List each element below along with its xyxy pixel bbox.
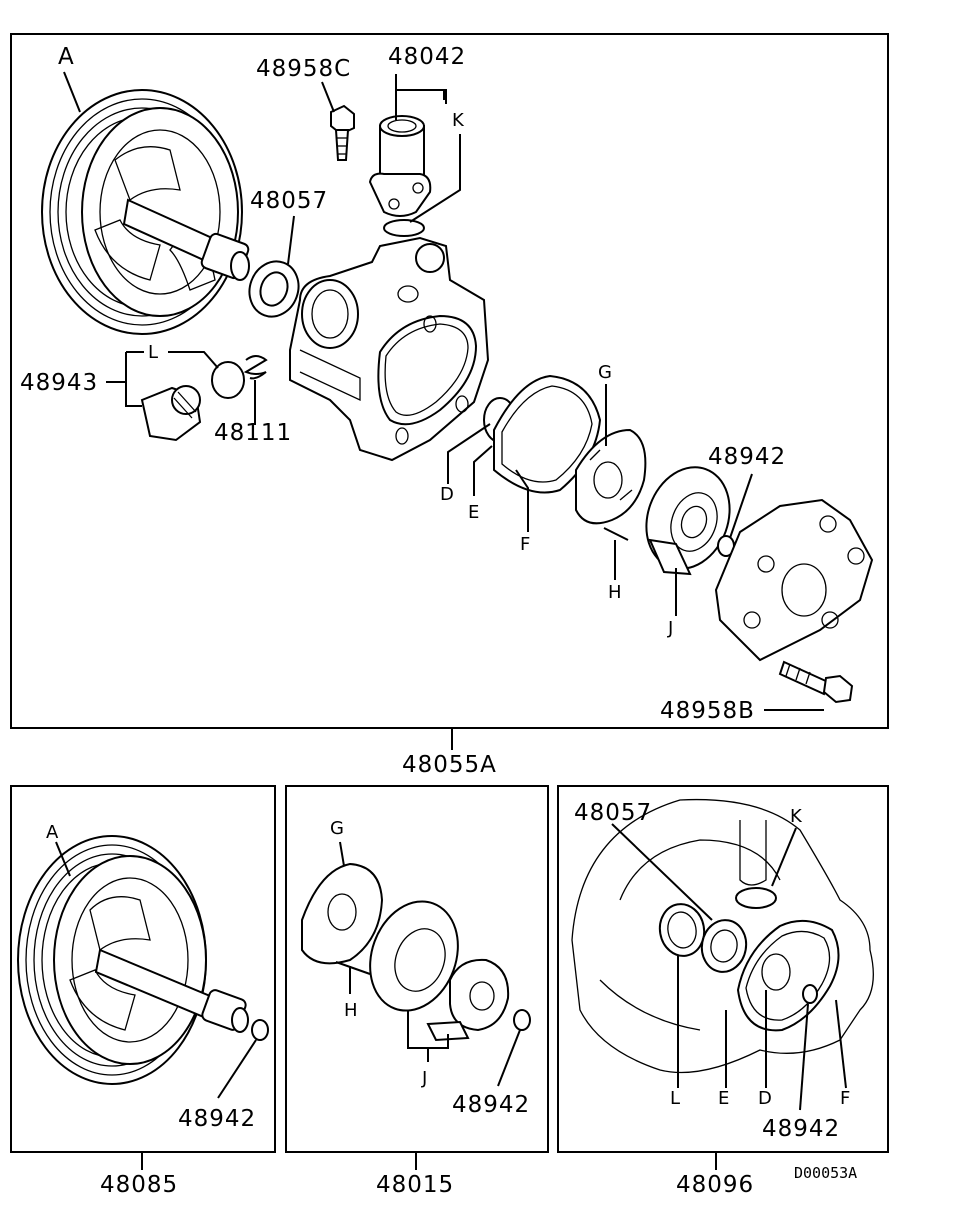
cartridge-leader-48942 xyxy=(497,1029,521,1087)
assembly-number-48055a: 48055A xyxy=(402,752,497,778)
callout-h: H xyxy=(608,582,622,603)
plug-drawing xyxy=(140,355,268,442)
main-assembly-frame xyxy=(10,33,889,729)
seal-kit-callout-k: K xyxy=(790,806,803,827)
cartridge-leader-g xyxy=(339,841,345,867)
callout-g: G xyxy=(598,362,612,383)
assembly-number-48085: 48085 xyxy=(100,1172,178,1198)
assembly-number-48015: 48015 xyxy=(376,1172,454,1198)
seal-kit-callout-e: E xyxy=(718,1088,729,1109)
pulley-drawing xyxy=(41,89,250,335)
seal-kit-frame xyxy=(557,785,889,1153)
pulley-kit-leader-48942 xyxy=(217,1039,257,1099)
cartridge-callout-j: J xyxy=(421,1068,427,1089)
callout-d: D xyxy=(440,484,454,505)
callout-a: A xyxy=(58,44,75,70)
callout-j: J xyxy=(667,618,673,639)
gasket-drawing xyxy=(483,374,602,494)
bolt-bottom-drawing xyxy=(778,660,854,704)
pulley-kit-callout-48942: 48942 xyxy=(178,1106,256,1132)
drawing-code: D00053A xyxy=(794,1164,857,1182)
seal-kit-callout-48057: 48057 xyxy=(574,800,652,826)
callout-48042: 48042 xyxy=(388,44,466,70)
cam-ring-drawing xyxy=(645,466,731,576)
seal-kit-ghost-drawing xyxy=(571,798,874,1074)
callout-k: K xyxy=(452,110,465,131)
seal-kit-leader-48942 xyxy=(799,1003,809,1111)
seal-kit-leader-k xyxy=(771,827,797,887)
oil-seal-drawing xyxy=(248,260,300,318)
pin-drawing xyxy=(603,527,629,541)
cartridge-callout-h: H xyxy=(344,1000,358,1021)
seal-kit-callout-f: F xyxy=(840,1088,850,1109)
pulley-kit-callout-a: A xyxy=(46,822,59,843)
callout-48958b: 48958B xyxy=(660,698,755,724)
callout-48943: 48943 xyxy=(20,370,98,396)
pulley-kit-drawing xyxy=(17,835,269,1085)
bolt-top-drawing xyxy=(330,104,355,161)
callout-f: F xyxy=(520,534,530,555)
seal-kit-callout-48942: 48942 xyxy=(762,1116,840,1142)
main-leader-lines xyxy=(63,71,824,750)
callout-48111: 48111 xyxy=(214,420,292,446)
callout-l: L xyxy=(148,342,158,363)
suction-pipe-drawing xyxy=(368,115,432,237)
assembly-number-48096: 48096 xyxy=(676,1172,754,1198)
seal-kit-parts-drawing xyxy=(658,887,840,1032)
pulley-kit-leader-a xyxy=(55,841,71,877)
pump-body-drawing xyxy=(289,236,490,462)
side-plate-drawing xyxy=(575,428,647,525)
seal-kit-callout-l: L xyxy=(670,1088,680,1109)
callout-48057: 48057 xyxy=(250,188,328,214)
cartridge-kit-drawing xyxy=(301,862,531,1042)
cartridge-callout-g: G xyxy=(330,818,344,839)
rear-housing-drawing xyxy=(714,498,874,662)
seal-kit-callout-d: D xyxy=(758,1088,772,1109)
seal-kit-leader-48057 xyxy=(611,823,713,921)
seal-kit-leader-f xyxy=(835,999,847,1089)
callout-e: E xyxy=(468,502,479,523)
callout-48958c: 48958C xyxy=(256,56,351,82)
cartridge-callout-48942: 48942 xyxy=(452,1092,530,1118)
callout-48942: 48942 xyxy=(708,444,786,470)
